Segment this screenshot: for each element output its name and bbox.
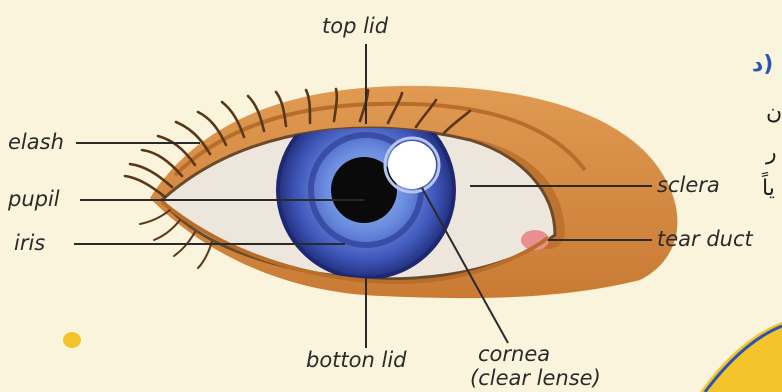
yellow-dot	[63, 332, 81, 348]
pupil-shape	[331, 157, 397, 223]
side-text-line-2: ر	[766, 142, 777, 164]
side-text-line-3: ياً	[762, 178, 775, 200]
label-cornea-clear-lense: (clear lense)	[470, 368, 601, 389]
label-cornea: cornea	[478, 344, 550, 365]
label-bottom-lid: botton lid	[306, 350, 406, 371]
label-eyelash: elash	[8, 132, 64, 153]
label-top-lid: top lid	[322, 16, 388, 37]
label-pupil: pupil	[8, 189, 60, 210]
side-text-line-1: ن	[766, 102, 782, 124]
label-iris: iris	[14, 233, 45, 254]
label-sclera: sclera	[657, 175, 720, 196]
label-tear-duct: tear duct	[657, 229, 753, 250]
cornea-highlight	[388, 141, 436, 189]
side-heading: د)	[752, 54, 773, 76]
